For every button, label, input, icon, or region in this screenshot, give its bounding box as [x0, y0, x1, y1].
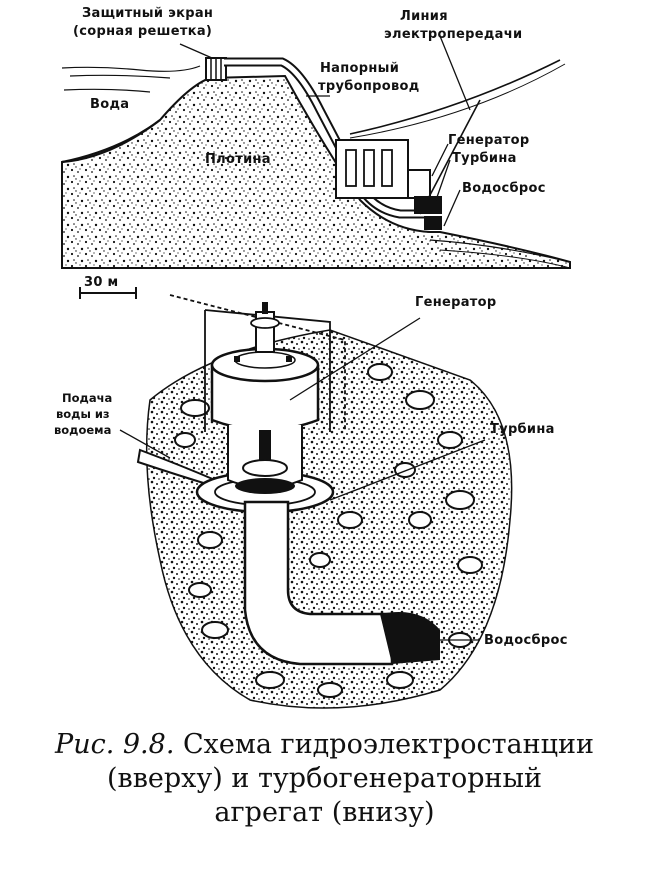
label-penstock-sub: трубопровод: [318, 79, 420, 94]
caption-line1-text: Схема гидроэлектростанции: [183, 729, 594, 760]
shaft-wall: [169, 294, 346, 432]
caption-line-3: агрегат (внизу): [214, 797, 435, 828]
bottom-diagram: Генератор Турбина Подача воды из водоема…: [54, 294, 568, 709]
caption-prefix: Рис. 9.8.: [55, 729, 175, 760]
label-screen: Защитный экран: [82, 6, 213, 21]
scale-bar: 30 м: [79, 275, 137, 299]
label-turbine-bottom: Турбина: [490, 422, 555, 437]
caption-line-1: Рис. 9.8. Схема гидроэлектростанции: [0, 728, 649, 762]
scale-label: 30 м: [84, 275, 118, 290]
caption-line-2: (вверху) и турбогенераторный: [106, 763, 543, 794]
label-water: Вода: [90, 97, 129, 112]
power-line: [349, 59, 561, 135]
label-spillway-bottom: Водосброс: [484, 633, 568, 648]
label-intake-2: воды из: [56, 407, 110, 421]
label-penstock: Напорный: [320, 61, 399, 76]
figure-caption: Рис. 9.8. Схема гидроэлектростанции (вве…: [0, 728, 649, 830]
turbine: [227, 425, 303, 494]
label-spillway-top: Водосброс: [462, 181, 546, 196]
label-generator-bottom: Генератор: [415, 295, 496, 310]
label-screen-sub: (сорная решетка): [73, 24, 212, 39]
generator: [210, 302, 320, 432]
label-generator-top: Генератор: [448, 133, 529, 148]
label-powerline: Линия: [400, 9, 448, 24]
label-powerline-sub: электропередачи: [384, 27, 522, 42]
label-intake-3: водоема: [54, 423, 111, 437]
reservoir-water: [61, 65, 201, 93]
powerhouse: [335, 139, 442, 230]
trash-rack-screen: [205, 57, 227, 81]
label-dam: Плотина: [205, 152, 271, 167]
top-diagram: Защитный экран (сорная решетка) Вода Пло…: [61, 6, 571, 299]
label-intake-1: Подача: [62, 391, 112, 405]
label-turbine-top: Турбина: [452, 151, 517, 166]
